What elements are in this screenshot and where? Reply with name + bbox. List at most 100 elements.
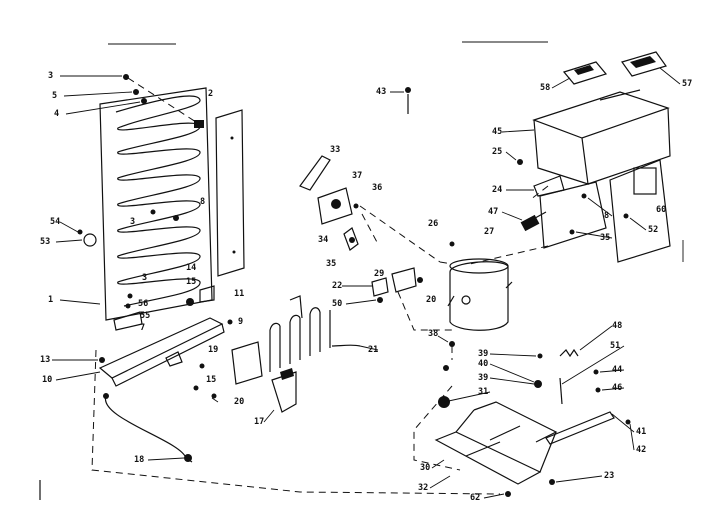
wire-leader-2 [397,291,452,331]
housing-45 [532,89,671,185]
label-part-53: 53 [40,237,50,247]
clip-35 [343,227,359,251]
label-part-62: 62 [470,493,480,503]
label-part-54: 54 [50,217,60,227]
label-part-44: 44 [612,365,622,375]
mount-parts [113,285,215,331]
label-part-26: 26 [428,219,438,229]
compressor-27 [447,258,513,331]
label-part-14: 14 [186,263,196,273]
label-part-5: 5 [52,91,57,101]
label-part-39: 39 [478,349,488,359]
clip-20 [211,393,217,399]
label-part-34: 34 [318,235,328,245]
label-part-24: 24 [492,185,502,195]
label-part-3c: 3 [142,273,147,283]
clamp-17 [271,368,297,413]
strap-end-2 [184,454,192,462]
label-part-35: 35 [326,259,336,269]
label-part-33: 33 [330,145,340,155]
screw-3 [123,74,129,80]
label-part-51: 51 [610,341,620,351]
label-part-18: 18 [134,455,144,465]
relay-22 [371,277,389,303]
label-part-48: 48 [612,321,622,331]
label-part-7: 7 [140,323,145,333]
base-rail [98,317,225,391]
clip-2 [194,120,204,128]
label-part-8b: 8 [604,211,609,221]
label-part-22: 22 [332,281,342,291]
label-part-41: 41 [636,427,646,437]
bolt-62 [505,491,511,497]
label-part-40: 40 [478,359,488,369]
label-part-32: 32 [418,483,428,493]
label-part-15: 15 [186,277,196,287]
label-part-9: 9 [238,317,243,327]
stud-51 [559,377,563,405]
label-part-47: 47 [488,207,498,217]
cap-58 [562,61,608,85]
label-part-10: 10 [42,375,52,385]
label-part-36: 36 [372,183,382,193]
plate [539,181,607,249]
label-60 [633,167,657,195]
label-part-46: 46 [612,383,622,393]
label-part-39b: 39 [478,373,488,383]
bolt-26 [449,241,455,247]
fastener-8b [581,193,587,199]
screw-47 [520,214,540,232]
label-part-4: 4 [54,109,59,119]
wire-leader-1 [359,205,453,265]
label-part-20: 20 [234,397,244,407]
washer-40 [534,380,542,388]
label-part-56: 56 [138,299,148,309]
rail-41 [545,411,615,445]
clip-9 [227,319,233,325]
label-part-23: 23 [604,471,614,481]
label-part-25: 25 [492,147,502,157]
label-part-13: 13 [40,355,50,365]
cap-57 [621,51,667,77]
label-part-38: 38 [428,329,438,339]
screw-44 [593,369,599,375]
label-part-30: 30 [420,463,430,473]
screw-52 [623,213,629,219]
housing-leader [469,185,549,265]
nut-4 [141,98,147,104]
label-part-52: 52 [648,225,658,235]
label-part-8: 8 [200,197,205,207]
back-panel [609,159,671,263]
heater-coil-21 [269,295,361,372]
condenser-bracket [215,109,245,277]
screw-36 [353,203,359,209]
screw-46 [595,387,601,393]
label-part-43: 43 [376,87,386,97]
label-part-42: 42 [636,445,646,455]
washer-5 [133,89,139,95]
label-part-50: 50 [332,299,342,309]
washer-39 [537,353,543,359]
label-part-60: 60 [656,205,666,215]
fastener-35b [569,229,575,235]
label-part-29: 29 [374,269,384,279]
label-part-1: 1 [48,295,53,305]
relay-bracket-33 [299,155,353,225]
grommet-38 [449,341,455,347]
spring-48 [559,348,579,358]
label-part-27: 27 [484,227,494,237]
screw-25 [517,159,523,165]
label-part-15b: 15 [206,375,216,385]
label-part-17: 17 [254,417,264,427]
overload-29 [391,267,423,293]
label-part-2: 2 [208,89,213,99]
bolt-23 [549,479,555,485]
clip-19 [199,363,205,369]
mount-leader [413,346,461,471]
ground-leader [91,349,501,495]
label-part-21: 21 [368,345,378,355]
clip-35-hole [349,237,355,243]
strap-18 [105,395,193,463]
